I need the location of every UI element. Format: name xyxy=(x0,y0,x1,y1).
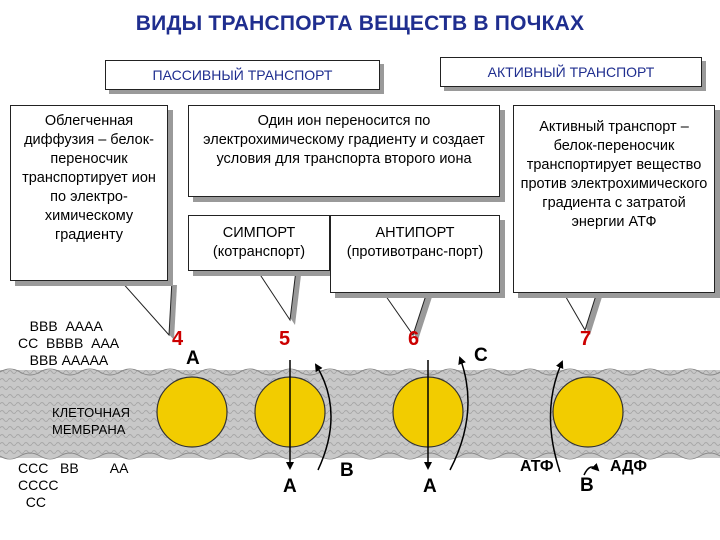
substance-b-5: В xyxy=(340,460,354,481)
substance-a-6: А xyxy=(423,476,437,497)
carrier-protein-7 xyxy=(552,376,624,448)
antiport-box: АНТИПОРТ (противотранс-порт) xyxy=(330,215,500,293)
transport-number-6: 6 xyxy=(408,328,420,350)
adp-label: АДФ xyxy=(610,458,647,475)
particles-extracellular: ВВВ АААА СС ВВВВ ААА ВВВ ААААА xyxy=(18,318,120,368)
transport-number-7: 7 xyxy=(580,328,592,350)
transport-number-5: 5 xyxy=(279,328,291,350)
transport-number-4: 4 xyxy=(172,328,184,350)
membrane-label: КЛЕТОЧНАЯ МЕМБРАНА xyxy=(52,405,131,437)
antiport-arrow-up xyxy=(449,356,469,471)
page-title: ВИДЫ ТРАНСПОРТА ВЕЩЕСТВ В ПОЧКАХ xyxy=(135,12,585,35)
active-arrow-up xyxy=(549,360,564,473)
substance-b-7: В xyxy=(580,475,594,496)
substance-c-6: С xyxy=(474,345,488,366)
symport-box: СИМПОРТ (котранспорт) xyxy=(188,215,330,271)
cotransport-description-box: Один ион переносится по электрохимическо… xyxy=(188,105,500,197)
substance-a-5: А xyxy=(283,476,297,497)
facilitated-diffusion-box: Облегченная диффузия – белок-переносчик … xyxy=(10,105,168,281)
active-transport-box: Активный транспорт – белок-переносчик тр… xyxy=(513,105,715,293)
callout-tail-facilitated xyxy=(118,279,173,337)
callout-tail-symport xyxy=(256,269,297,322)
carrier-protein-4 xyxy=(156,376,228,448)
active-transport-header: АКТИВНЫЙ ТРАНСПОРТ xyxy=(440,57,702,87)
atp-adp-arrow xyxy=(583,462,600,476)
atp-label: АТФ xyxy=(520,458,554,475)
substance-a-4: А xyxy=(186,348,200,369)
symport-arrow-curved xyxy=(314,363,332,471)
particles-intracellular: ССС ВВ АА СССС СС xyxy=(18,460,129,510)
passive-transport-header: ПАССИВНЫЙ ТРАНСПОРТ xyxy=(105,60,380,90)
